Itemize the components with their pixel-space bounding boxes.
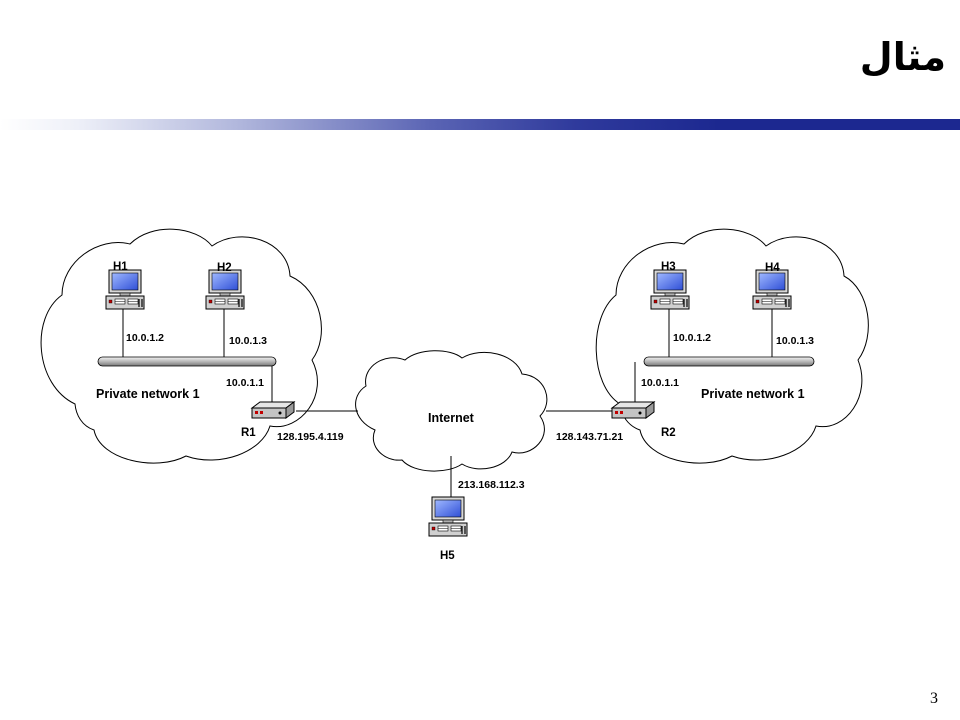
router-r2-icon	[611, 401, 655, 419]
host-h5-label: H5	[440, 550, 455, 562]
router-r1-outside-ip: 128.195.4.119	[277, 431, 344, 443]
host-h3-ip: 10.0.1.2	[673, 332, 711, 344]
host-h3-computer-icon	[650, 269, 690, 310]
host-h1-computer-icon	[105, 269, 145, 310]
page-number: 3	[930, 690, 938, 707]
host-h5-ip: 213.168.112.3	[458, 479, 525, 491]
host-h2-computer-icon	[205, 269, 245, 310]
network-bus-right	[643, 356, 815, 367]
internet-label: Internet	[428, 411, 475, 425]
private-network-label-left: Private network 1	[96, 387, 200, 401]
private-network-label-right: Private network 1	[701, 387, 805, 401]
internet-cloud	[355, 350, 548, 472]
host-h4-computer-icon	[752, 269, 792, 310]
router-r2-inside-ip: 10.0.1.1	[641, 377, 679, 389]
private-network-1-cloud	[40, 228, 322, 464]
network-bus-left	[97, 356, 277, 367]
private-network-1-right-cloud	[595, 228, 869, 464]
host-h1-ip: 10.0.1.2	[126, 332, 164, 344]
host-h1-label: H1	[113, 261, 128, 273]
host-h4-label: H4	[765, 262, 780, 274]
router-r2-outside-ip: 128.143.71.21	[556, 431, 623, 443]
host-h3-label: H3	[661, 261, 676, 273]
host-h5-computer-icon	[428, 496, 468, 537]
slide-title: مثال	[859, 35, 946, 79]
title-divider	[0, 119, 960, 130]
host-h2-label: H2	[217, 262, 232, 274]
host-h2-ip: 10.0.1.3	[229, 335, 267, 347]
router-r2-label: R2	[661, 427, 676, 439]
router-r1-icon	[251, 401, 295, 419]
router-r1-inside-ip: 10.0.1.1	[226, 377, 264, 389]
router-r1-label: R1	[241, 427, 256, 439]
host-h4-ip: 10.0.1.3	[776, 335, 814, 347]
